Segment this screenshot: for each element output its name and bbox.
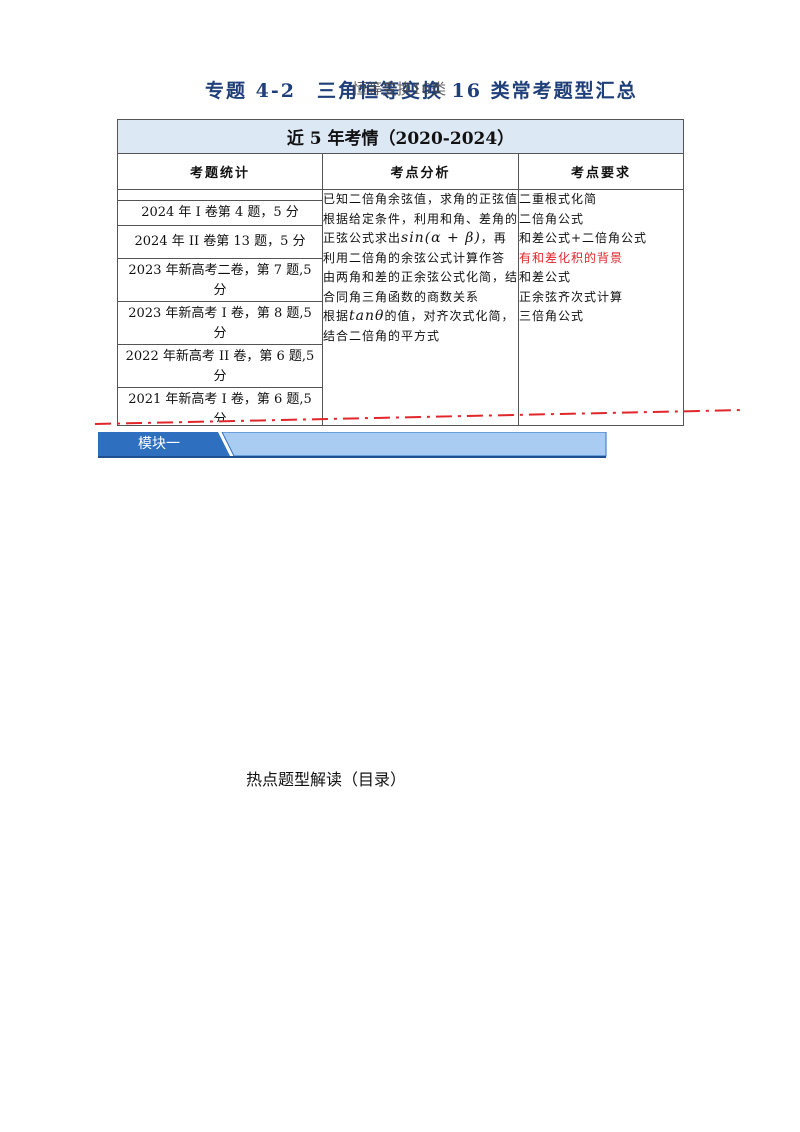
requirement-item: 二倍角公式 <box>519 211 585 226</box>
stat-item: 2022 年新高考 II 卷，第 6 题,5 分 <box>118 345 322 388</box>
requirement-item: 正余弦齐次式计算 <box>519 289 624 304</box>
analysis-text: 已知二倍角余弦值，求角的正弦值 <box>323 192 518 206</box>
requirement-item: 二重根式化简 <box>519 192 598 206</box>
title-area: 专题 4-2 三角恒等变换 16 类常考题型汇总 恒等变换16类 <box>0 76 800 106</box>
title-overlay-text: 恒等变换16类 <box>352 80 447 98</box>
stats-cell: 2024 年 I 卷第 4 题，5 分 2024 年 II 卷第 13 题，5 … <box>117 189 323 426</box>
formula-sin-alpha-beta: sin(α + β) <box>401 230 481 246</box>
module-label: 模块一 <box>138 436 180 452</box>
column-header-requirements: 考点要求 <box>517 153 685 190</box>
toc-heading: 热点题型解读（目录） <box>246 770 407 789</box>
requirement-item: 三倍角公式 <box>519 309 585 323</box>
table-header: 近 5 年考情（2020-2024） <box>116 119 685 154</box>
column-header-stats: 考题统计 <box>117 153 323 190</box>
stat-item: 2023 年新高考 I 卷，第 8 题,5 分 <box>118 302 322 345</box>
cut-line-dashed <box>95 409 746 425</box>
analysis-text: 根据tanθ的值，对齐次式化简，结合二倍角的平方式 <box>323 308 515 343</box>
stat-item: 2024 年 I 卷第 4 题，5 分 <box>118 201 322 226</box>
formula-tan-theta: tanθ <box>349 308 385 324</box>
column-header-analysis: 考点分析 <box>322 153 519 190</box>
requirement-item: 和差公式+二倍角公式 <box>519 231 648 245</box>
module-banner: 模块一 <box>98 431 608 458</box>
exam-stats-table: 近 5 年考情（2020-2024） 考题统计 考点分析 考点要求 2024 年… <box>116 119 685 426</box>
module-banner-shape <box>98 431 607 458</box>
requirement-item: 和差公式 <box>519 270 572 284</box>
requirement-item-highlight: 有和差化积的背景 <box>519 250 624 265</box>
page-title: 专题 4-2 三角恒等变换 16 类常考题型汇总 <box>205 80 638 102</box>
requirements-cell: 二重根式化简 二倍角公式 和差公式+二倍角公式 有和差化积的背景 和差公式 正余… <box>517 189 685 426</box>
stat-item: 2023 年新高考二卷，第 7 题,5 分 <box>118 259 322 302</box>
stat-item: 2021 年新高考 I 卷，第 6 题,5 分 <box>128 392 312 422</box>
analysis-text: 由两角和差的正余弦公式化简，结合同角三角函数的商数关系 <box>323 270 518 304</box>
stat-item: 2024 年 II 卷第 13 题，5 分 <box>118 226 322 259</box>
analysis-text: 根据给定条件，利用和角、差角的正弦公式求出sin(α + β)，再利用二倍角的余… <box>323 211 518 265</box>
analysis-cell: 已知二倍角余弦值，求角的正弦值 根据给定条件，利用和角、差角的正弦公式求出sin… <box>322 189 519 426</box>
